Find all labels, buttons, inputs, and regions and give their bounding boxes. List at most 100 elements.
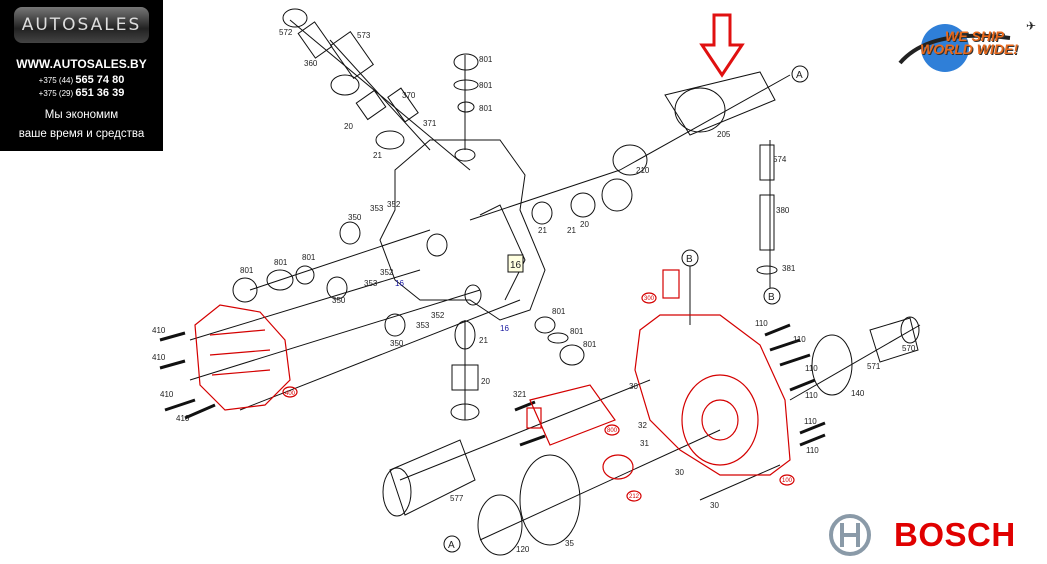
- part-label: 20: [344, 122, 353, 131]
- part-label: 205: [717, 130, 731, 139]
- pump-body-100: [634, 314, 791, 476]
- flange-400: [194, 304, 291, 411]
- metering-unit-800: [529, 384, 616, 446]
- ref-label: B: [768, 292, 775, 303]
- part-label: 410: [152, 353, 166, 362]
- part-label: 380: [776, 206, 790, 215]
- part-label: 352: [380, 268, 394, 277]
- part-labels: 572 573 360 370 371 20 21 801 801 801 35…: [152, 28, 916, 554]
- part-label: 801: [302, 253, 316, 262]
- part-label: 801: [479, 104, 493, 113]
- part-label: 321: [513, 390, 527, 399]
- bosch-wordmark: BOSCH: [894, 516, 1016, 553]
- part-label: 400: [285, 391, 296, 397]
- part-label: 410: [176, 414, 190, 423]
- part-label: 801: [552, 307, 566, 316]
- part-label: 30: [675, 468, 684, 477]
- part-label: 110: [804, 417, 817, 426]
- ref-label: B: [686, 254, 693, 265]
- part-label: 110: [755, 319, 768, 328]
- part-label: 31: [640, 439, 649, 448]
- part-label: 353: [416, 321, 430, 330]
- phone-prefix: +375 (44): [38, 76, 74, 85]
- callout-label: 16: [510, 260, 522, 271]
- part-label: 574: [773, 155, 787, 164]
- part-label: 352: [387, 200, 401, 209]
- part-label: 800: [607, 428, 618, 434]
- part-label: 21: [373, 151, 382, 160]
- part-label: 370: [402, 91, 416, 100]
- part-label: 120: [516, 545, 530, 554]
- highlight-arrow-icon: [699, 13, 745, 78]
- part-label: 801: [479, 81, 493, 90]
- part-label: 110: [805, 364, 818, 373]
- part-label: 350: [348, 213, 362, 222]
- part-label: 572: [279, 28, 293, 37]
- badge-line-2: WORLD WIDE!: [920, 41, 1018, 57]
- ref-label: A: [448, 540, 455, 551]
- part-label: 371: [423, 119, 437, 128]
- part-label: 30: [710, 501, 719, 510]
- phone-1: +375 (44) 565 74 80: [0, 74, 163, 87]
- dealer-phones: +375 (44) 565 74 80 +375 (29) 651 36 39: [0, 74, 163, 100]
- part-label: 801: [570, 327, 584, 336]
- callout-16-box: [507, 254, 524, 273]
- phone-prefix: +375 (29): [38, 89, 74, 98]
- part-label: 577: [450, 494, 464, 503]
- dealer-banner: AUTOSALES WWW.AUTOSALES.BY +375 (44) 565…: [0, 0, 163, 151]
- part-label: 110: [806, 446, 819, 455]
- part-label: 110: [805, 391, 818, 400]
- part-label: 35: [565, 539, 574, 548]
- part-label: 801: [240, 266, 254, 275]
- part-label: 32: [638, 421, 647, 430]
- dealer-slogan: Мы экономим ваше время и средства: [0, 106, 163, 144]
- part-label: 410: [152, 326, 166, 335]
- part-label: 570: [902, 344, 916, 353]
- part-label: 352: [431, 311, 445, 320]
- part-label: 300: [644, 296, 655, 302]
- part-label: 350: [332, 296, 346, 305]
- part-label: 16: [395, 279, 404, 288]
- part-label: 801: [583, 340, 597, 349]
- part-label: 801: [274, 258, 288, 267]
- pump-housing: [379, 139, 546, 321]
- part-label: 21: [567, 226, 576, 235]
- part-label: 100: [782, 478, 793, 484]
- part-label: 571: [867, 362, 881, 371]
- part-label: 21: [479, 336, 488, 345]
- part-label: 20: [580, 220, 589, 229]
- slogan-line-2: ваше время и средства: [18, 128, 145, 140]
- part-label: 801: [479, 55, 493, 64]
- part-label: 410: [160, 390, 174, 399]
- part-label: 381: [782, 264, 796, 273]
- ref-label: A: [796, 70, 803, 81]
- part-label: 21: [538, 226, 547, 235]
- bosch-brand: BOSCH: [828, 513, 1016, 557]
- phone-number: 565 74 80: [75, 74, 125, 86]
- dealer-website[interactable]: WWW.AUTOSALES.BY: [16, 57, 147, 71]
- badge-line-1: WE SHIP: [945, 28, 1005, 44]
- bosch-logo-icon: [829, 514, 871, 556]
- airplane-icon: ✈: [1026, 19, 1036, 33]
- part-label: 16: [500, 324, 509, 333]
- part-label: 140: [851, 389, 865, 398]
- part-label: 30: [629, 382, 638, 391]
- part-label: 353: [370, 204, 384, 213]
- part-label: 20: [481, 377, 490, 386]
- part-label: 353: [364, 279, 378, 288]
- slogan-line-1: Мы экономим: [44, 109, 119, 121]
- part-label: 350: [390, 339, 404, 348]
- gasket-212: [602, 454, 634, 480]
- part-label: 212: [629, 494, 640, 500]
- part-label: 573: [357, 31, 371, 40]
- phone-2: +375 (29) 651 36 39: [0, 87, 163, 100]
- part-label: 360: [304, 59, 318, 68]
- pressure-sensor: [664, 71, 776, 136]
- cylinder-577: [389, 439, 476, 516]
- part-label: 110: [793, 335, 806, 344]
- valve-300: [662, 269, 680, 299]
- autosales-logo: AUTOSALES: [14, 7, 149, 43]
- phone-number: 651 36 39: [75, 87, 125, 99]
